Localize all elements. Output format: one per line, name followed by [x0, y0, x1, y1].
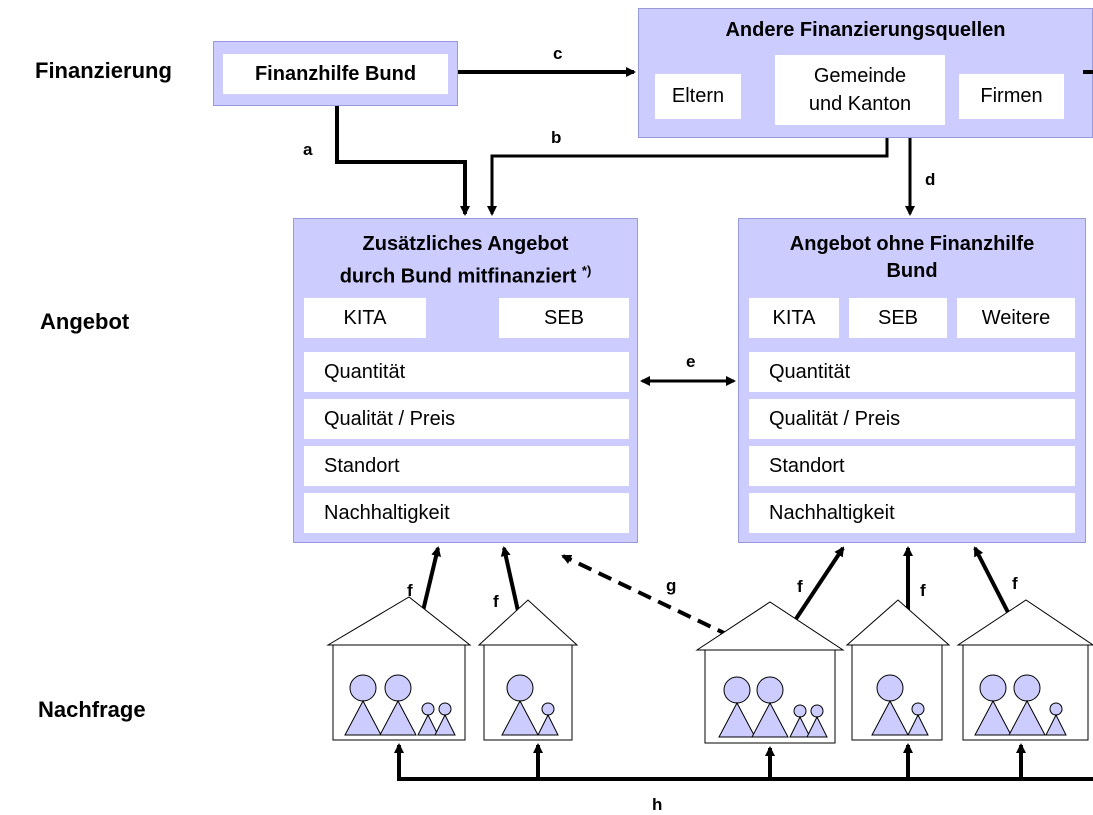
label-f: f: [797, 577, 803, 596]
label-c: c: [553, 44, 563, 63]
attribute-nachhaltigkeit: Nachhaltigkeit: [304, 493, 629, 533]
family-4: [871, 674, 929, 736]
type-kita: KITA: [749, 298, 839, 338]
attribute-standort: Standort: [749, 446, 1075, 486]
gemeinde-line1: Gemeinde: [813, 65, 907, 87]
type-weitere: Weitere: [957, 298, 1075, 338]
type-kita: KITA: [304, 298, 426, 338]
eltern-cell: Eltern: [655, 74, 741, 119]
family-5: [974, 674, 1067, 736]
row-label-nachfrage: Nachfrage: [38, 697, 146, 722]
finanzhilfe-bund-panel: Finanzhilfe Bund: [213, 41, 458, 106]
attribute-qualitaet-preis: Qualität / Preis: [304, 399, 629, 439]
ohne-title-line1: Angebot ohne Finanzhilfe: [789, 233, 1035, 255]
finanzhilfe-bund-label: Finanzhilfe Bund: [223, 54, 448, 94]
label-b: b: [551, 128, 562, 147]
house-2: [477, 599, 579, 741]
type-seb: SEB: [849, 298, 947, 338]
attribute-standort: Standort: [304, 446, 629, 486]
type-seb: SEB: [499, 298, 629, 338]
row-label-finanzierung: Finanzierung: [35, 58, 172, 83]
andere-finanzierungsquellen-panel: Andere Finanzierungsquellen Eltern Gemei…: [638, 8, 1093, 138]
attribute-qualitaet-preis: Qualität / Preis: [749, 399, 1075, 439]
label-d: d: [925, 170, 936, 189]
family-3: [718, 676, 828, 738]
row-label-angebot: Angebot: [40, 309, 130, 334]
arrow-a: [335, 106, 470, 216]
family-1: [344, 674, 456, 736]
angebot-ohne-finanzhilfe-panel: Angebot ohne Finanzhilfe Bund KITA SEB W…: [738, 218, 1086, 543]
zusaetzliches-angebot-panel: Zusätzliches Angebot durch Bund mitfinan…: [293, 218, 638, 543]
label-f: f: [1012, 574, 1018, 593]
family-2: [501, 674, 559, 736]
zusaetzlich-title-text: durch Bund mitfinanziert: [339, 265, 577, 288]
arrow-g: [561, 554, 771, 657]
zusaetzlich-title-line2: durch Bund mitfinanziert *): [294, 258, 637, 290]
attribute-quantitaet: Quantität: [749, 352, 1075, 392]
gemeinde-kanton-cell: Gemeinde und Kanton: [775, 55, 945, 125]
firmen-cell: Firmen: [959, 74, 1064, 119]
label-f: f: [493, 592, 499, 611]
attribute-quantitaet: Quantität: [304, 352, 629, 392]
label-h: h: [652, 795, 663, 814]
ohne-title-line2: Bund: [886, 260, 938, 282]
andere-title: Andere Finanzierungsquellen: [725, 19, 1006, 41]
label-f: f: [920, 581, 926, 600]
zusaetzlich-title-line1: Zusätzliches Angebot: [362, 233, 569, 255]
label-f: f: [407, 581, 413, 600]
footnote-marker: *): [581, 263, 592, 278]
label-a: a: [303, 140, 313, 159]
label-g: g: [666, 576, 677, 595]
attribute-nachhaltigkeit: Nachhaltigkeit: [749, 493, 1075, 533]
gemeinde-line2: und Kanton: [808, 93, 912, 115]
label-e: e: [686, 352, 696, 371]
arrow-b: [487, 138, 889, 216]
